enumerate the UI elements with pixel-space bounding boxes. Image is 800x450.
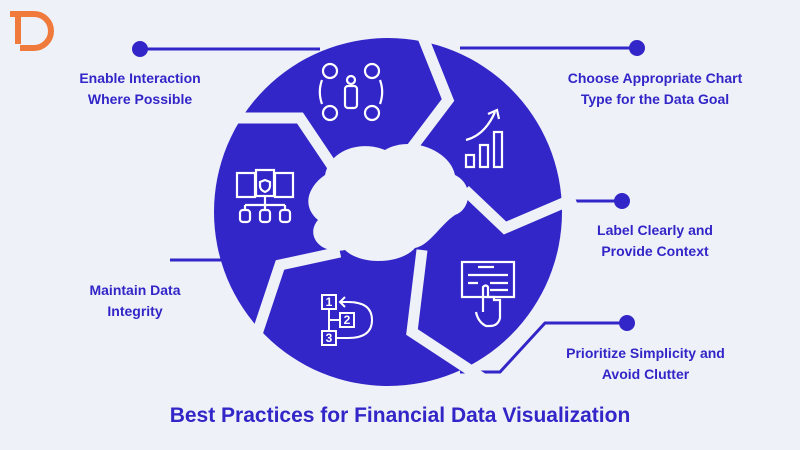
svg-text:1: 1 [326,295,333,309]
connector-dots [132,40,645,331]
numbered-steps-icon: 1 2 3 [321,294,374,346]
label-choose-chart: Choose Appropriate Chart Type for the Da… [545,68,765,110]
secure-database-icon [235,168,295,224]
label-line: Choose Appropriate Chart [567,70,743,86]
label-line: Type for the Data Goal [580,91,730,107]
label-line: Prioritize Simplicity and [566,345,725,361]
label-prioritize-simplicity: Prioritize Simplicity and Avoid Clutter [538,343,753,385]
label-label-clearly: Label Clearly and Provide Context [570,220,740,262]
page-title: Best Practices for Financial Data Visual… [169,404,631,427]
svg-text:3: 3 [326,331,333,345]
label-line: Integrity [107,303,163,319]
label-maintain-integrity: Maintain Data Integrity [60,280,210,322]
logo [10,11,54,51]
network-people-icon [318,62,384,122]
label-line: Avoid Clutter [601,366,690,382]
click-screen-icon [460,260,516,328]
label-line: Enable Interaction [79,70,201,86]
center-cloud [308,144,469,262]
label-line: Label Clearly and [597,222,713,238]
label-line: Provide Context [601,243,709,259]
label-line: Maintain Data [89,282,181,298]
label-line: Where Possible [87,91,193,107]
growth-chart-icon [464,108,504,169]
svg-text:2: 2 [344,313,351,327]
label-enable-interaction: Enable Interaction Where Possible [40,68,240,110]
